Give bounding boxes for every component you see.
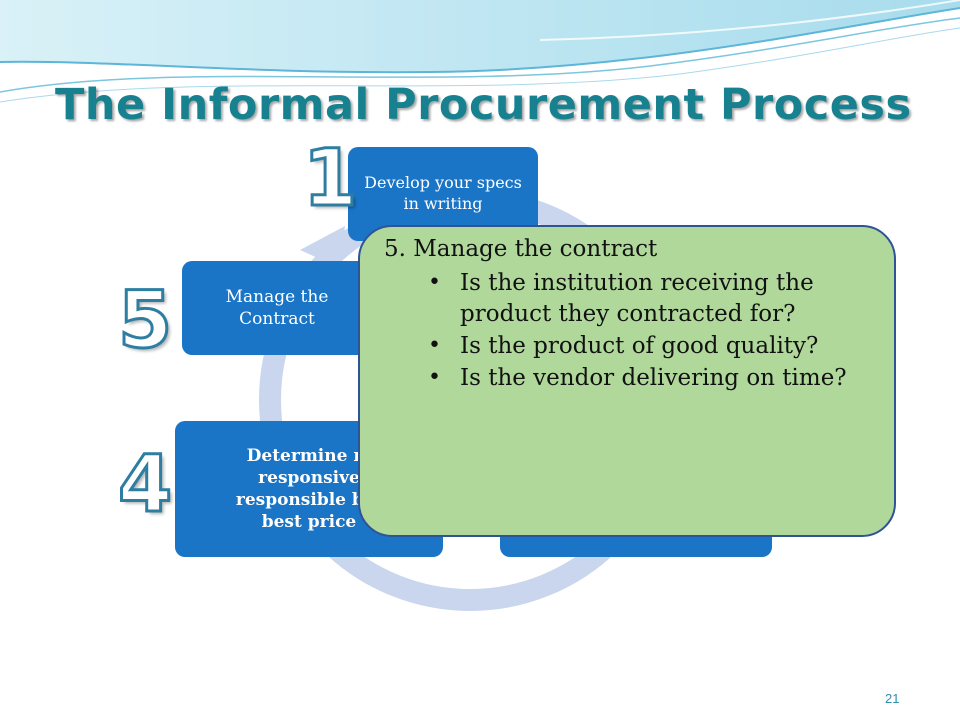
bullet-item: Is the vendor delivering on time?: [428, 363, 870, 395]
step-5-label: Manage the Contract: [225, 286, 329, 329]
callout-bullet-list: Is the institution receiving the product…: [384, 268, 870, 395]
step-5-box: Manage the Contract: [182, 261, 372, 355]
step-4-line: responsible bid: [235, 490, 383, 510]
callout-box: 5. Manage the contract Is the institutio…: [358, 225, 896, 537]
header-waves-decoration: [0, 0, 960, 103]
step-4-line: responsive: [258, 467, 360, 488]
slide-title: The Informal Procurement Process: [55, 80, 912, 130]
step-4-line: Determine m: [246, 445, 372, 466]
step-number-4: 4: [116, 440, 173, 530]
step-number-1: 1: [301, 134, 358, 224]
step-4-line: best price: [261, 512, 357, 533]
bullet-item: Is the institution receiving the product…: [428, 268, 870, 331]
callout-heading: 5. Manage the contract: [384, 236, 658, 262]
bullet-item: Is the product of good quality?: [428, 331, 870, 363]
page-number: 21: [885, 691, 900, 706]
step-4-label: Determine m responsive responsible bid b…: [236, 445, 382, 533]
step-1-label: Develop your specs in writing: [364, 173, 522, 213]
step-number-5: 5: [116, 276, 173, 366]
